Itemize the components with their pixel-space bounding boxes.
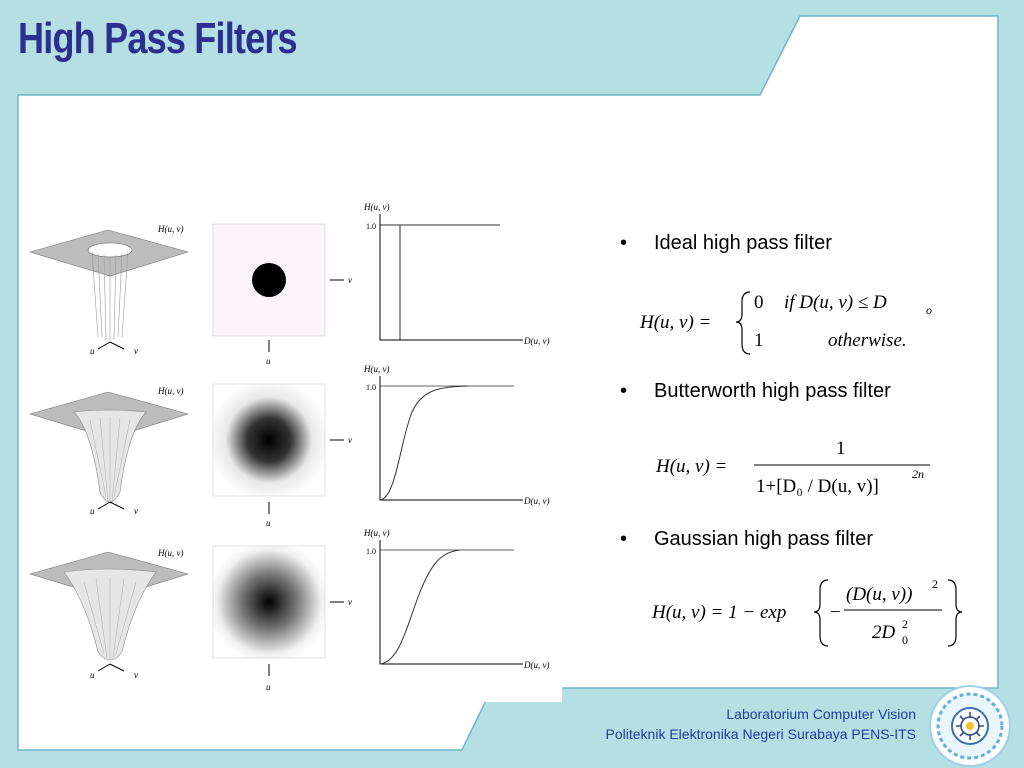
surface-axis-label: H(u, v) (157, 548, 184, 558)
x-axis-label: D(u, v) (523, 336, 550, 346)
pens-logo-icon (929, 685, 1011, 767)
gaussian-den-exponent: 2 (902, 617, 908, 631)
v-label: v (134, 670, 138, 680)
footer-lab-name: Laboratorium Computer Vision (726, 706, 916, 722)
u-label: u (266, 682, 271, 692)
gaussian-num-exponent: 2 (932, 577, 938, 591)
filter-list: • Ideal high pass filter H(u, v) = 0 if D… (620, 0, 1010, 768)
u-label: u (266, 356, 271, 366)
curve-axis-label: H(u, v) (363, 202, 390, 212)
gaussian-numerator: (D(u, v)) (846, 584, 912, 605)
ideal-surface-plot: u v H(u, v) (28, 224, 190, 356)
surface-axis-label: H(u, v) (157, 224, 184, 234)
bullet-marker: • (620, 380, 628, 402)
bullet-marker: • (620, 232, 628, 254)
bullet-text: Ideal high pass filter (654, 232, 832, 254)
ideal-case2-cond: otherwise. (828, 330, 907, 351)
gaussian-image: v u (212, 545, 352, 692)
u-label: u (266, 518, 271, 528)
ideal-case1-sub: o (926, 303, 932, 317)
curve-axis-label: H(u, v) (363, 364, 390, 374)
bullet-ideal: • Ideal high pass filter (620, 232, 832, 255)
ideal-lhs: H(u, v) = (639, 312, 711, 333)
ideal-case1-value: 0 (754, 292, 764, 313)
u-label: u (90, 346, 95, 356)
ideal-case1-cond: if D(u, v) ≤ D (784, 292, 887, 313)
bullet-gaussian: • Gaussian high pass filter (620, 528, 873, 551)
ideal-image: v u (212, 223, 352, 366)
gaussian-surface-plot: u v H(u, v) (28, 548, 190, 680)
bullet-butterworth: • Butterworth high pass filter (620, 380, 891, 403)
bullet-text: Gaussian high pass filter (654, 528, 874, 550)
surface-axis-label: H(u, v) (157, 386, 184, 396)
butterworth-exponent: 2n (912, 467, 924, 481)
u-label: u (90, 506, 95, 516)
gaussian-den-sub: 0 (902, 633, 908, 647)
ideal-profile-plot: H(u, v) 1.0 D(u, v) (363, 202, 550, 346)
butterworth-formula: H(u, v) = 1 1+[D₀ / D(u, v)] 2n (655, 438, 930, 497)
tick-one: 1.0 (366, 222, 376, 231)
gaussian-formula: H(u, v) = 1 − exp − (D(u, v)) 2 2D 0 2 (651, 577, 963, 647)
v-label: v (348, 597, 352, 607)
bullet-marker: • (620, 528, 628, 550)
butterworth-image: v u (212, 383, 352, 528)
curve-axis-label: H(u, v) (363, 528, 390, 538)
v-label: v (134, 346, 138, 356)
tick-one: 1.0 (366, 383, 376, 392)
ideal-case2-value: 1 (754, 330, 764, 351)
footer-institution: Politeknik Elektronika Negeri Surabaya P… (605, 726, 916, 742)
butterworth-lhs: H(u, v) = (655, 456, 727, 477)
gaussian-profile-plot: H(u, v) 1.0 D(u, v) (363, 528, 550, 670)
gaussian-lhs: H(u, v) = 1 − exp (651, 602, 786, 623)
butterworth-denominator: 1+[D₀ / D(u, v)] (756, 476, 879, 497)
butterworth-numerator: 1 (836, 438, 846, 459)
x-axis-label: D(u, v) (523, 660, 550, 670)
ideal-formula: H(u, v) = 0 if D(u, v) ≤ D o 1 otherwise… (639, 291, 932, 355)
bullet-text: Butterworth high pass filter (654, 380, 891, 402)
v-label: v (348, 435, 352, 445)
v-label: v (348, 275, 352, 285)
x-axis-label: D(u, v) (523, 496, 550, 506)
gaussian-denominator: 2D (872, 622, 896, 643)
tick-one: 1.0 (366, 547, 376, 556)
filter-figure: u v H(u, v) v u H(u, v) 1.0 D(u, v) u v … (28, 192, 562, 702)
butterworth-profile-plot: H(u, v) 1.0 D(u, v) (363, 364, 550, 506)
butterworth-surface-plot: u v H(u, v) (28, 386, 190, 516)
gaussian-minus: − (830, 602, 841, 623)
v-label: v (134, 506, 138, 516)
u-label: u (90, 670, 95, 680)
slide-title: High Pass Filters (18, 14, 298, 63)
